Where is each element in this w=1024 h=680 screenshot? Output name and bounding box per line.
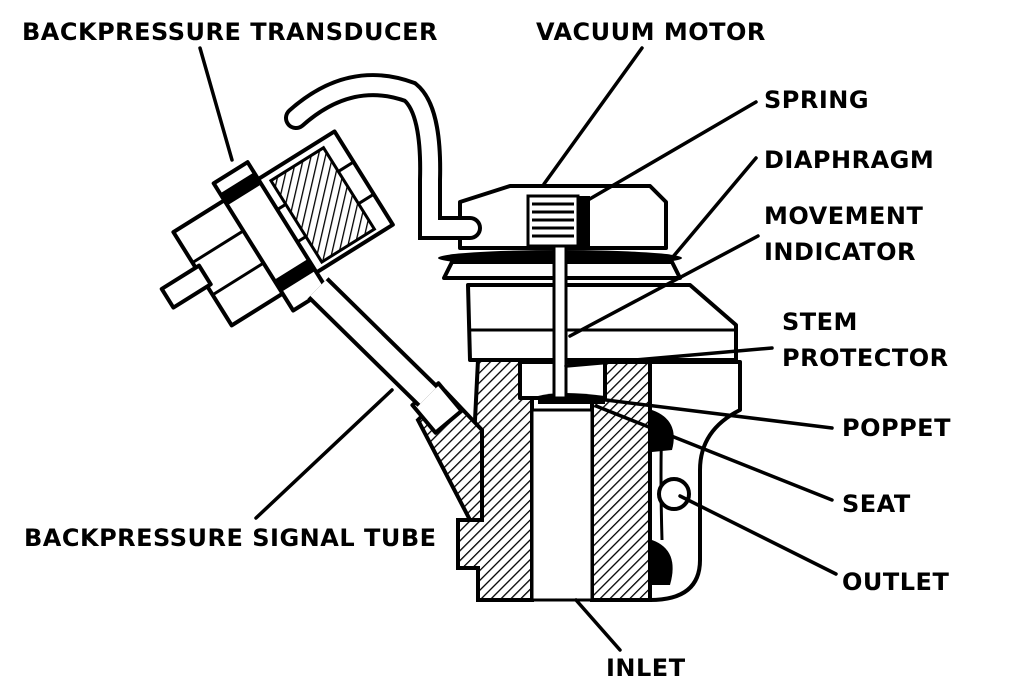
outlet-port	[657, 477, 691, 511]
label-seat: SEAT	[842, 490, 911, 518]
label-backpressure-signal-tube: BACKPRESSURE SIGNAL TUBE	[24, 524, 437, 552]
label-diaphragm: DIAPHRAGM	[764, 146, 934, 174]
labels: BACKPRESSURE TRANSDUCER VACUUM MOTOR SPR…	[22, 18, 951, 680]
label-poppet: POPPET	[842, 414, 951, 442]
label-movement-indicator-line2: INDICATOR	[764, 238, 916, 266]
bonnet-cone	[466, 283, 738, 362]
leader-backpressure-transducer	[198, 46, 234, 162]
inlet-bore	[530, 408, 594, 602]
leader-stem-protector	[564, 346, 774, 368]
backpressure-transducer	[159, 73, 482, 407]
label-vacuum-motor: VACUUM MOTOR	[536, 18, 766, 46]
label-outlet: OUTLET	[842, 568, 949, 596]
vacuum-motor	[438, 184, 682, 400]
label-movement-indicator-line1: MOVEMENT	[764, 202, 923, 230]
outlet-housing	[648, 360, 742, 602]
valve-body	[410, 358, 742, 602]
label-inlet: INLET	[606, 654, 686, 680]
leader-lines	[198, 46, 838, 652]
label-spring: SPRING	[764, 86, 869, 114]
spring-coil	[526, 194, 590, 248]
leader-poppet	[588, 396, 834, 430]
leader-seat	[594, 404, 834, 502]
outlet-bulge-bottom	[652, 540, 673, 585]
valve-stem	[552, 244, 568, 400]
leader-vacuum-motor	[542, 46, 644, 186]
transducer-base	[268, 145, 377, 265]
label-stem-protector-line2: PROTECTOR	[782, 344, 949, 372]
transducer-nipple	[159, 263, 213, 310]
leader-diaphragm	[670, 156, 758, 260]
leader-backpressure-signal-tube	[254, 388, 394, 520]
label-stem-protector-line1: STEM	[782, 308, 858, 336]
leader-movement-indicator	[568, 234, 760, 338]
leader-spring	[586, 100, 758, 202]
leader-outlet	[678, 494, 838, 576]
leader-inlet	[574, 598, 622, 652]
label-backpressure-transducer: BACKPRESSURE TRANSDUCER	[22, 18, 438, 46]
